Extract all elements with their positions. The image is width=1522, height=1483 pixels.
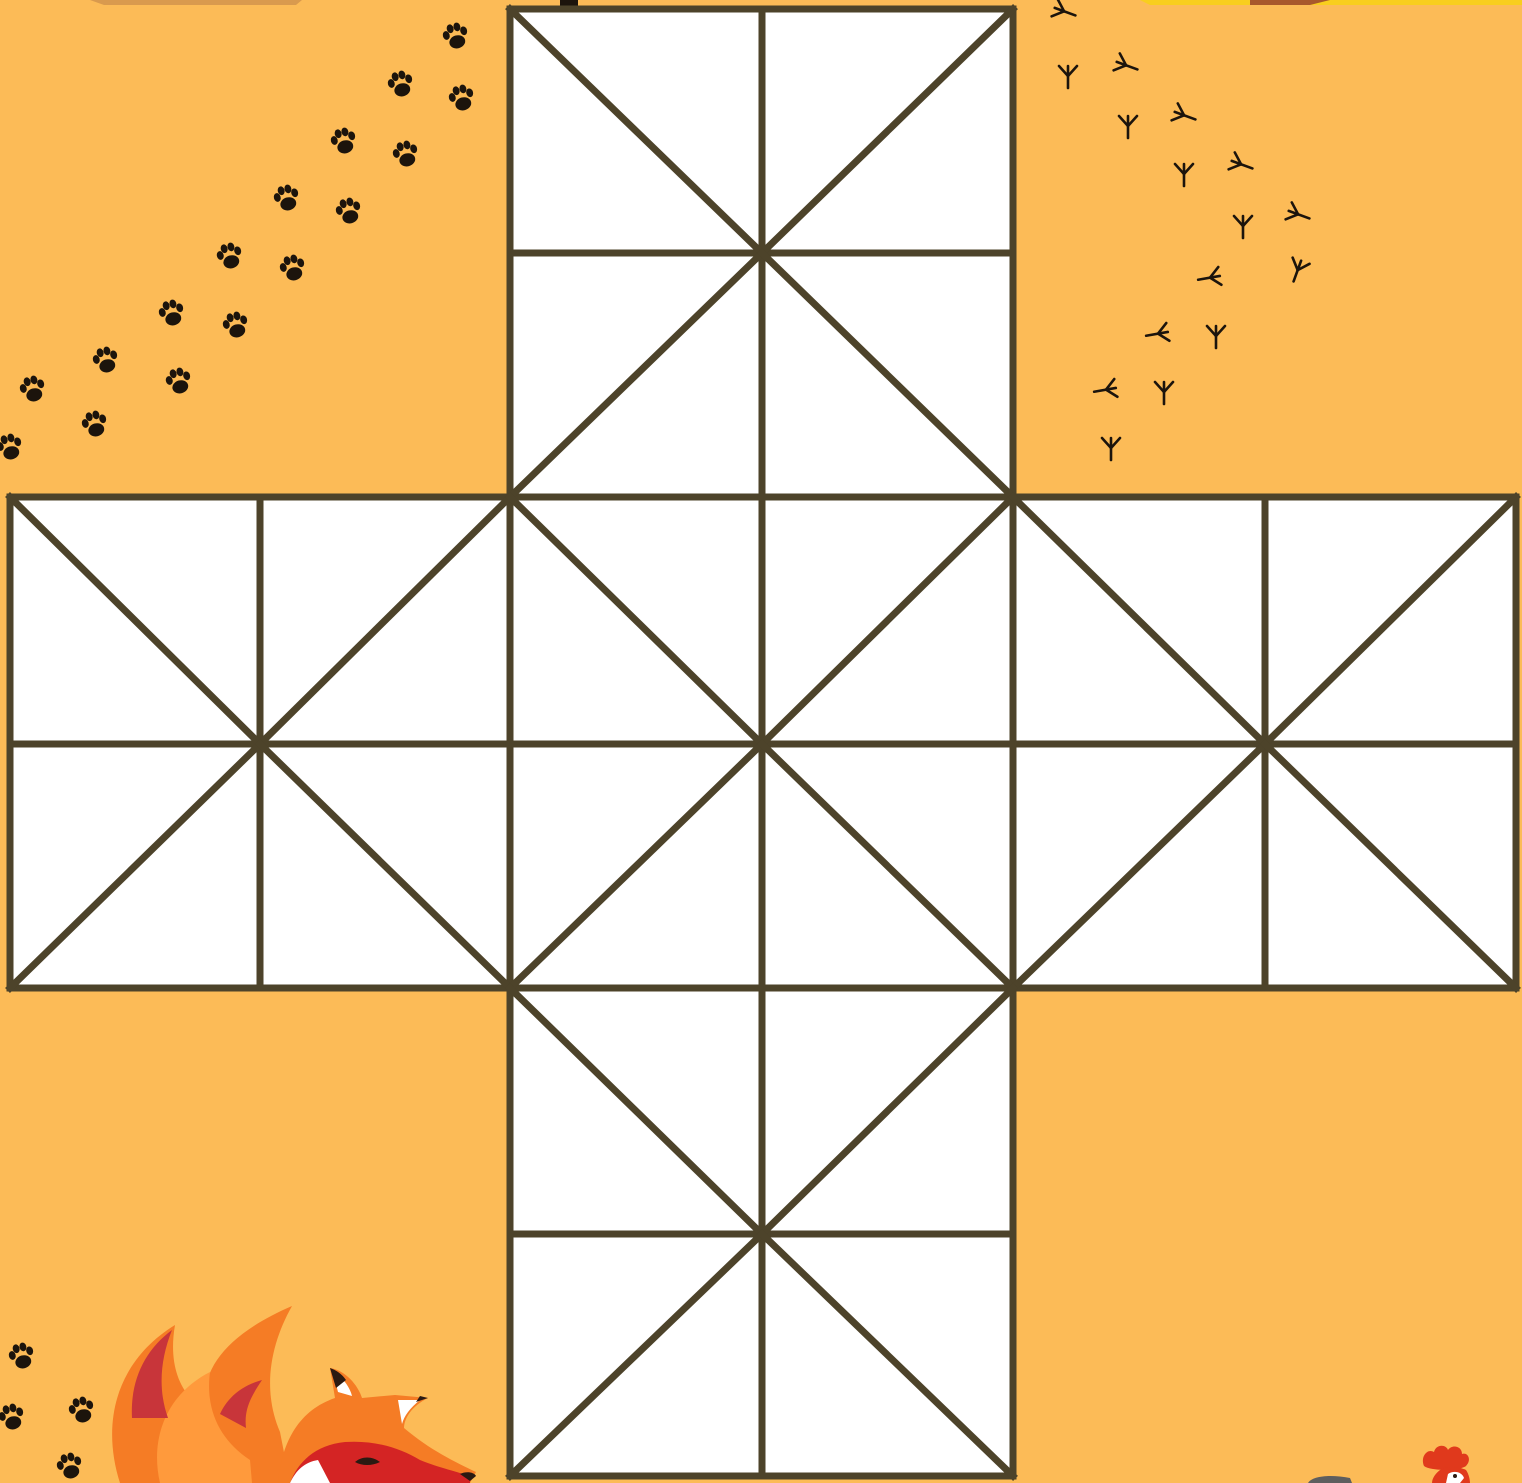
board-point[interactable] [496,1220,524,1248]
board-point[interactable] [748,974,776,1002]
board-point[interactable] [999,1220,1027,1248]
board-point[interactable] [1251,974,1279,1002]
board-point[interactable] [999,974,1027,1002]
board-point[interactable] [1251,483,1279,511]
board-point[interactable] [246,974,274,1002]
board-point[interactable] [748,239,776,267]
board-point[interactable] [246,483,274,511]
board-point[interactable] [1251,730,1279,758]
board-point[interactable] [496,974,524,1002]
board-point[interactable] [496,730,524,758]
board-point[interactable] [496,483,524,511]
board-point[interactable] [999,239,1027,267]
board-point[interactable] [999,730,1027,758]
board-point[interactable] [748,483,776,511]
board-point[interactable] [496,239,524,267]
board-point[interactable] [748,730,776,758]
board-point[interactable] [999,483,1027,511]
board-point[interactable] [246,730,274,758]
board-point[interactable] [748,1220,776,1248]
